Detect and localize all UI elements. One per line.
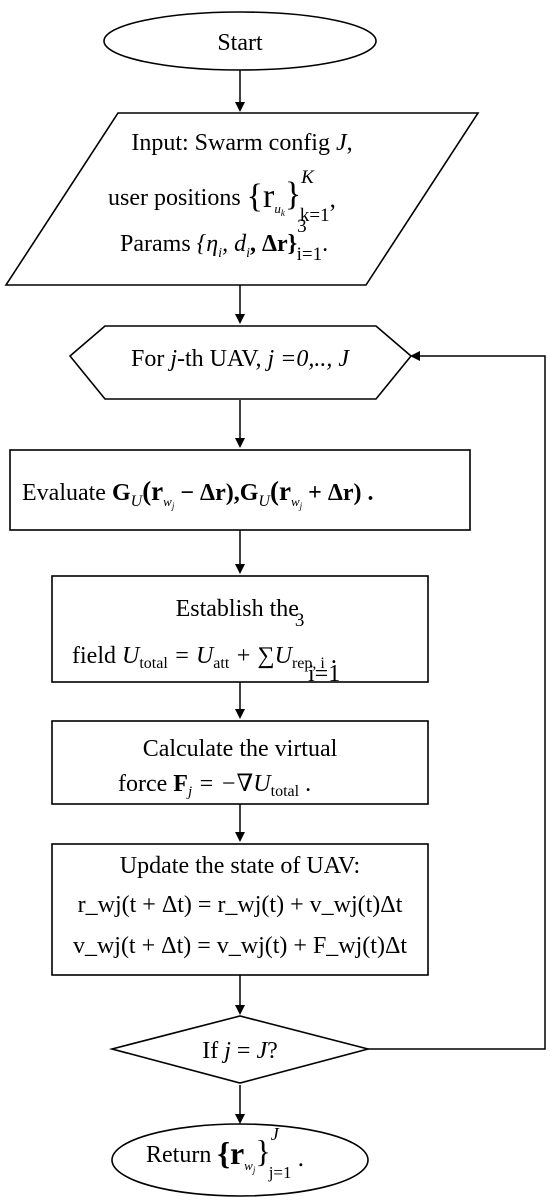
start-label: Start bbox=[217, 30, 263, 56]
update-line3: v_wj(t + Δt) = v_wj(t) + F_wj(t)Δt bbox=[73, 933, 407, 959]
update-line1: Update the state of UAV: bbox=[120, 853, 360, 879]
field-sum-lower: i=1 bbox=[308, 661, 340, 687]
update-node: Update the state of UAV: r_wj(t + Δt) = … bbox=[51, 843, 429, 976]
force-line2: force Fj = −∇Utotal . bbox=[118, 771, 311, 800]
update-line2: r_wj(t + Δt) = r_wj(t) + v_wj(t)Δt bbox=[78, 892, 403, 918]
start-node: Start bbox=[103, 11, 377, 71]
field-line2: field Utotal = Uatt + ∑Urep, i . bbox=[72, 643, 337, 672]
force-node: Calculate the virtual force Fj = −∇Utota… bbox=[51, 720, 429, 805]
force-line1: Calculate the virtual bbox=[143, 736, 338, 762]
arrow-loop-back bbox=[368, 351, 546, 1050]
loop-label: For j-th UAV, j =0,.., J bbox=[131, 346, 350, 372]
evaluate-node: Evaluate GU(rwj − Δr),GU(rwj + Δr) . bbox=[9, 449, 471, 531]
connectors bbox=[235, 70, 546, 1124]
loop-node: For j-th UAV, j =0,.., J bbox=[68, 325, 413, 400]
input-line1: Input: Swarm config J, bbox=[131, 130, 352, 156]
check-label: If j = J? bbox=[202, 1038, 278, 1064]
input-node: Input: Swarm config J, user positions {r… bbox=[4, 112, 480, 286]
evaluate-label: Evaluate GU(rwj − Δr),GU(rwj + Δr) . bbox=[22, 476, 374, 511]
check-node: If j = J? bbox=[108, 1015, 372, 1084]
field-node: Establish the3 field Utotal = Uatt + ∑Ur… bbox=[51, 575, 429, 687]
field-line1: Establish the3 bbox=[176, 596, 305, 631]
